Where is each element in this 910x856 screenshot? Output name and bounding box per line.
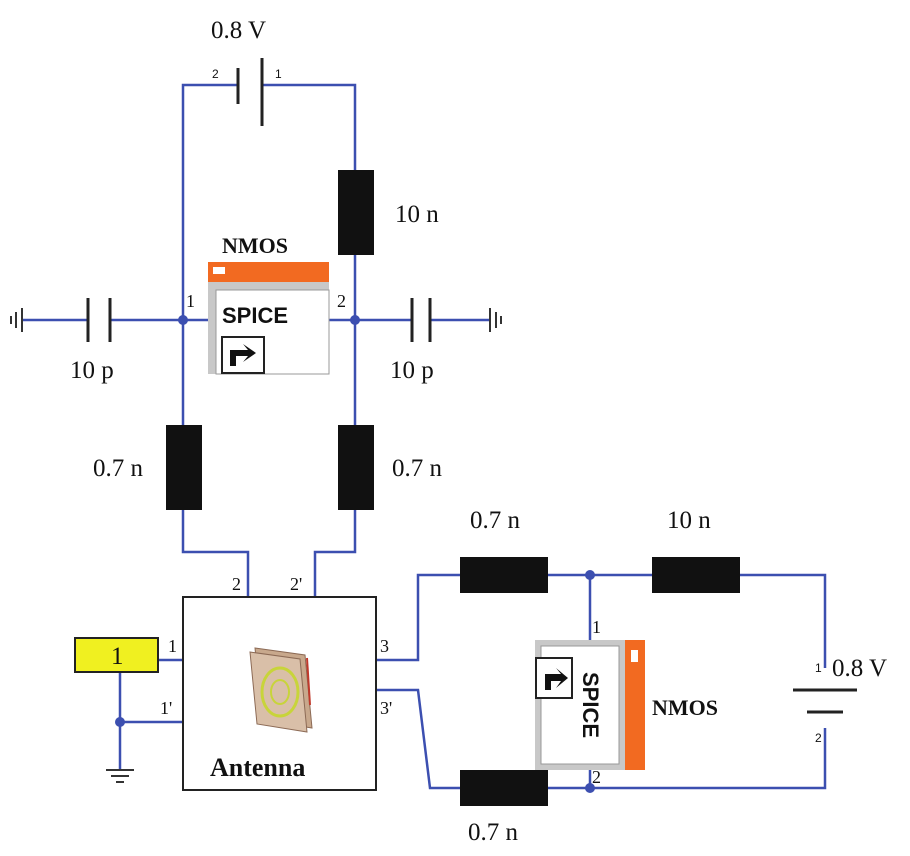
nmos-top-pin-2: 2 — [337, 291, 346, 311]
ind-br-bottom[interactable]: 0.7 n — [460, 770, 548, 846]
spice-title-bar — [208, 262, 329, 282]
top-inductor[interactable]: 10 n — [338, 170, 439, 255]
top-battery-value: 0.8 V — [211, 17, 266, 44]
antenna-pin-2: 2 — [232, 574, 241, 594]
top-battery[interactable]: 0.8 V 2 1 — [211, 17, 282, 126]
right-battery[interactable]: 0.8 V 1 2 — [793, 655, 887, 745]
spice-bar-marker — [631, 650, 638, 662]
spice-text: SPICE — [578, 672, 603, 738]
ind-br-top2-value: 10 n — [667, 507, 711, 534]
antenna-pin-1p: 1' — [160, 698, 172, 718]
ind-br-bottom-value: 0.7 n — [468, 819, 519, 846]
junction-dots — [115, 315, 595, 793]
nmos-right-pin-1: 1 — [592, 617, 601, 637]
right-battery-value: 0.8 V — [832, 655, 887, 682]
spice-body — [215, 289, 330, 375]
nmos-right-label: NMOS — [652, 695, 718, 720]
top-inductor-value: 10 n — [395, 201, 439, 228]
antenna-pin-2p: 2' — [290, 574, 302, 594]
junction-dot — [178, 315, 188, 325]
antenna-pin-3p: 3' — [380, 698, 392, 718]
cap-left[interactable]: 10 p — [70, 298, 114, 384]
antenna-pin-3: 3 — [380, 636, 389, 656]
ind-right[interactable]: 0.7 n — [338, 425, 443, 510]
inductor-body — [338, 425, 374, 510]
right-battery-pin-1: 1 — [815, 661, 822, 675]
ind-br-top[interactable]: 0.7 n — [460, 507, 548, 593]
ind-br-top2[interactable]: 10 n — [652, 507, 740, 593]
junction-dot — [585, 783, 595, 793]
inductor-body — [166, 425, 202, 510]
ind-left-value: 0.7 n — [93, 455, 144, 482]
nmos-top-pin-1: 1 — [186, 291, 195, 311]
cap-right[interactable]: 10 p — [390, 298, 434, 384]
right-battery-pin-2: 2 — [815, 731, 822, 745]
port-1[interactable]: 1 — [74, 637, 159, 673]
antenna-pin-1: 1 — [168, 636, 177, 656]
nmos-right[interactable]: SPICE NMOS 1 2 — [535, 617, 718, 787]
ground-right-icon — [489, 308, 502, 332]
antenna-label: Antenna — [210, 753, 305, 782]
spice-bar-marker — [213, 267, 225, 274]
junction-dot — [350, 315, 360, 325]
top-battery-pin-1: 1 — [275, 67, 282, 81]
inductor-body — [460, 557, 548, 593]
port-box — [74, 637, 159, 673]
port-label: 1 — [111, 643, 124, 670]
antenna-icon — [249, 647, 313, 733]
ground-left-icon — [10, 308, 23, 332]
cap-left-value: 10 p — [70, 357, 114, 384]
inductor-body — [652, 557, 740, 593]
top-battery-pin-2: 2 — [212, 67, 219, 81]
junction-dot — [585, 570, 595, 580]
antenna-block[interactable]: Antenna 1 1' 2 2' 3 3' — [160, 574, 392, 791]
nmos-right-pin-2: 2 — [592, 767, 601, 787]
shortcut-arrow-icon — [535, 657, 573, 699]
shortcut-arrow-icon — [221, 336, 265, 374]
nmos-top[interactable]: NMOS SPICE 1 2 — [186, 233, 346, 375]
inductor-body — [460, 770, 548, 806]
cap-right-value: 10 p — [390, 357, 434, 384]
junction-dot — [115, 717, 125, 727]
spice-text: SPICE — [222, 303, 288, 328]
ind-left[interactable]: 0.7 n — [93, 425, 202, 510]
ind-br-top-value: 0.7 n — [470, 507, 521, 534]
spice-title-bar — [625, 640, 645, 770]
nmos-top-label: NMOS — [222, 233, 288, 258]
inductor-body — [338, 170, 374, 255]
ground-bottom-icon — [106, 769, 134, 783]
wires — [22, 83, 827, 790]
ind-right-value: 0.7 n — [392, 455, 443, 482]
